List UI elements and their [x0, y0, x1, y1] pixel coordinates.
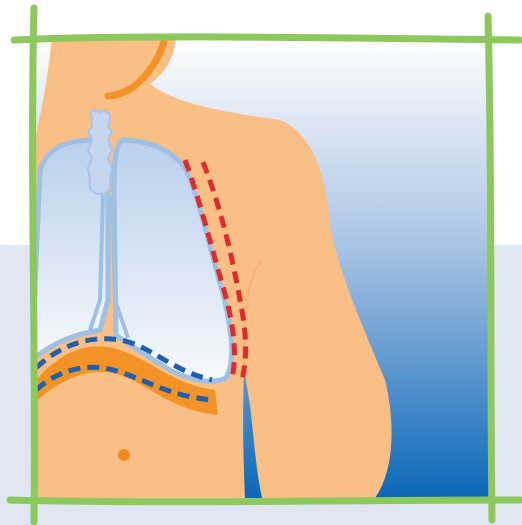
- trachea-icon: [88, 110, 112, 194]
- frame-top: [14, 37, 520, 40]
- frame-right: [488, 16, 492, 520]
- frame-bottom: [10, 500, 520, 502]
- navel-icon: [118, 449, 130, 461]
- frame-left: [33, 8, 35, 522]
